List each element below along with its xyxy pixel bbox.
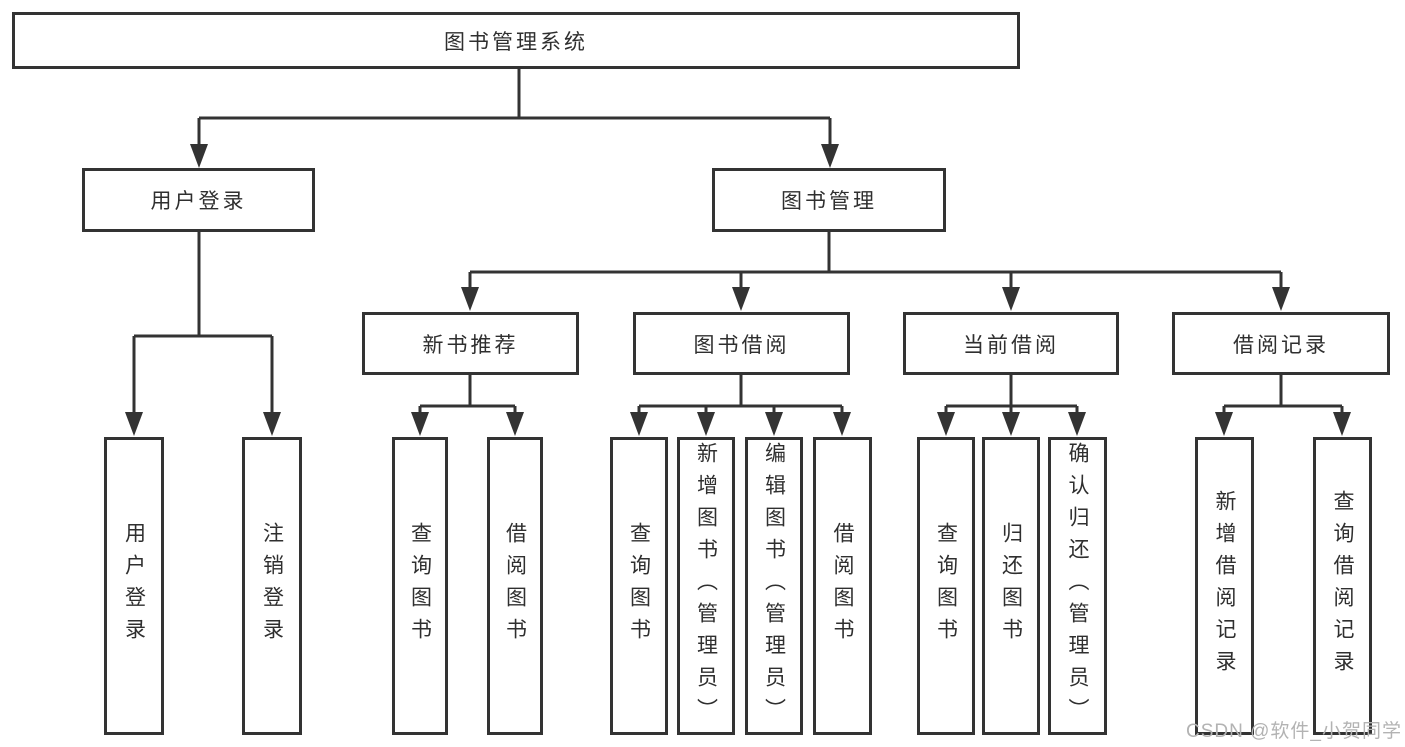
leaf-edit-books-admin: 编辑图书（管理员） [745, 437, 803, 735]
leaf-borrow-books-recommend: 借阅图书 [487, 437, 543, 735]
arrow-down-icon [125, 412, 143, 436]
arrow-down-icon [461, 287, 479, 311]
arrow-down-icon [630, 412, 648, 436]
leaf-query-books-borrowing: 查询图书 [610, 437, 668, 735]
leaf-query-books-recommend: 查询图书 [392, 437, 448, 735]
node-root-system: 图书管理系统 [12, 12, 1020, 69]
arrow-down-icon [190, 144, 208, 168]
node-user-login: 用户登录 [82, 168, 315, 232]
arrow-down-icon [1333, 412, 1351, 436]
arrow-down-icon [411, 412, 429, 436]
node-new-book-recommendation: 新书推荐 [362, 312, 579, 375]
arrow-down-icon [821, 144, 839, 168]
arrow-down-icon [1002, 412, 1020, 436]
leaf-add-books-admin: 新增图书（管理员） [677, 437, 735, 735]
arrow-down-icon [1272, 287, 1290, 311]
arrow-down-icon [937, 412, 955, 436]
leaf-query-borrow-record: 查询借阅记录 [1313, 437, 1372, 735]
arrow-down-icon [1002, 287, 1020, 311]
watermark: CSDN @软件_小贺同学 [1186, 721, 1402, 742]
arrow-down-icon [732, 287, 750, 311]
arrow-down-icon [1215, 412, 1233, 436]
leaf-return-books: 归还图书 [982, 437, 1040, 735]
node-book-management: 图书管理 [712, 168, 946, 232]
arrow-down-icon [263, 412, 281, 436]
leaf-logout-login: 注销登录 [242, 437, 302, 735]
node-current-borrowing: 当前借阅 [903, 312, 1119, 375]
node-book-borrowing: 图书借阅 [633, 312, 850, 375]
leaf-query-books-current: 查询图书 [917, 437, 975, 735]
arrow-down-icon [697, 412, 715, 436]
leaf-add-borrow-record: 新增借阅记录 [1195, 437, 1254, 735]
node-borrowing-records: 借阅记录 [1172, 312, 1390, 375]
arrow-down-icon [833, 412, 851, 436]
leaf-confirm-return-admin: 确认归还（管理员） [1048, 437, 1107, 735]
leaf-borrow-books-borrowing: 借阅图书 [813, 437, 872, 735]
arrow-down-icon [506, 412, 524, 436]
arrow-down-icon [1068, 412, 1086, 436]
leaf-user-login: 用户登录 [104, 437, 164, 735]
arrow-down-icon [765, 412, 783, 436]
